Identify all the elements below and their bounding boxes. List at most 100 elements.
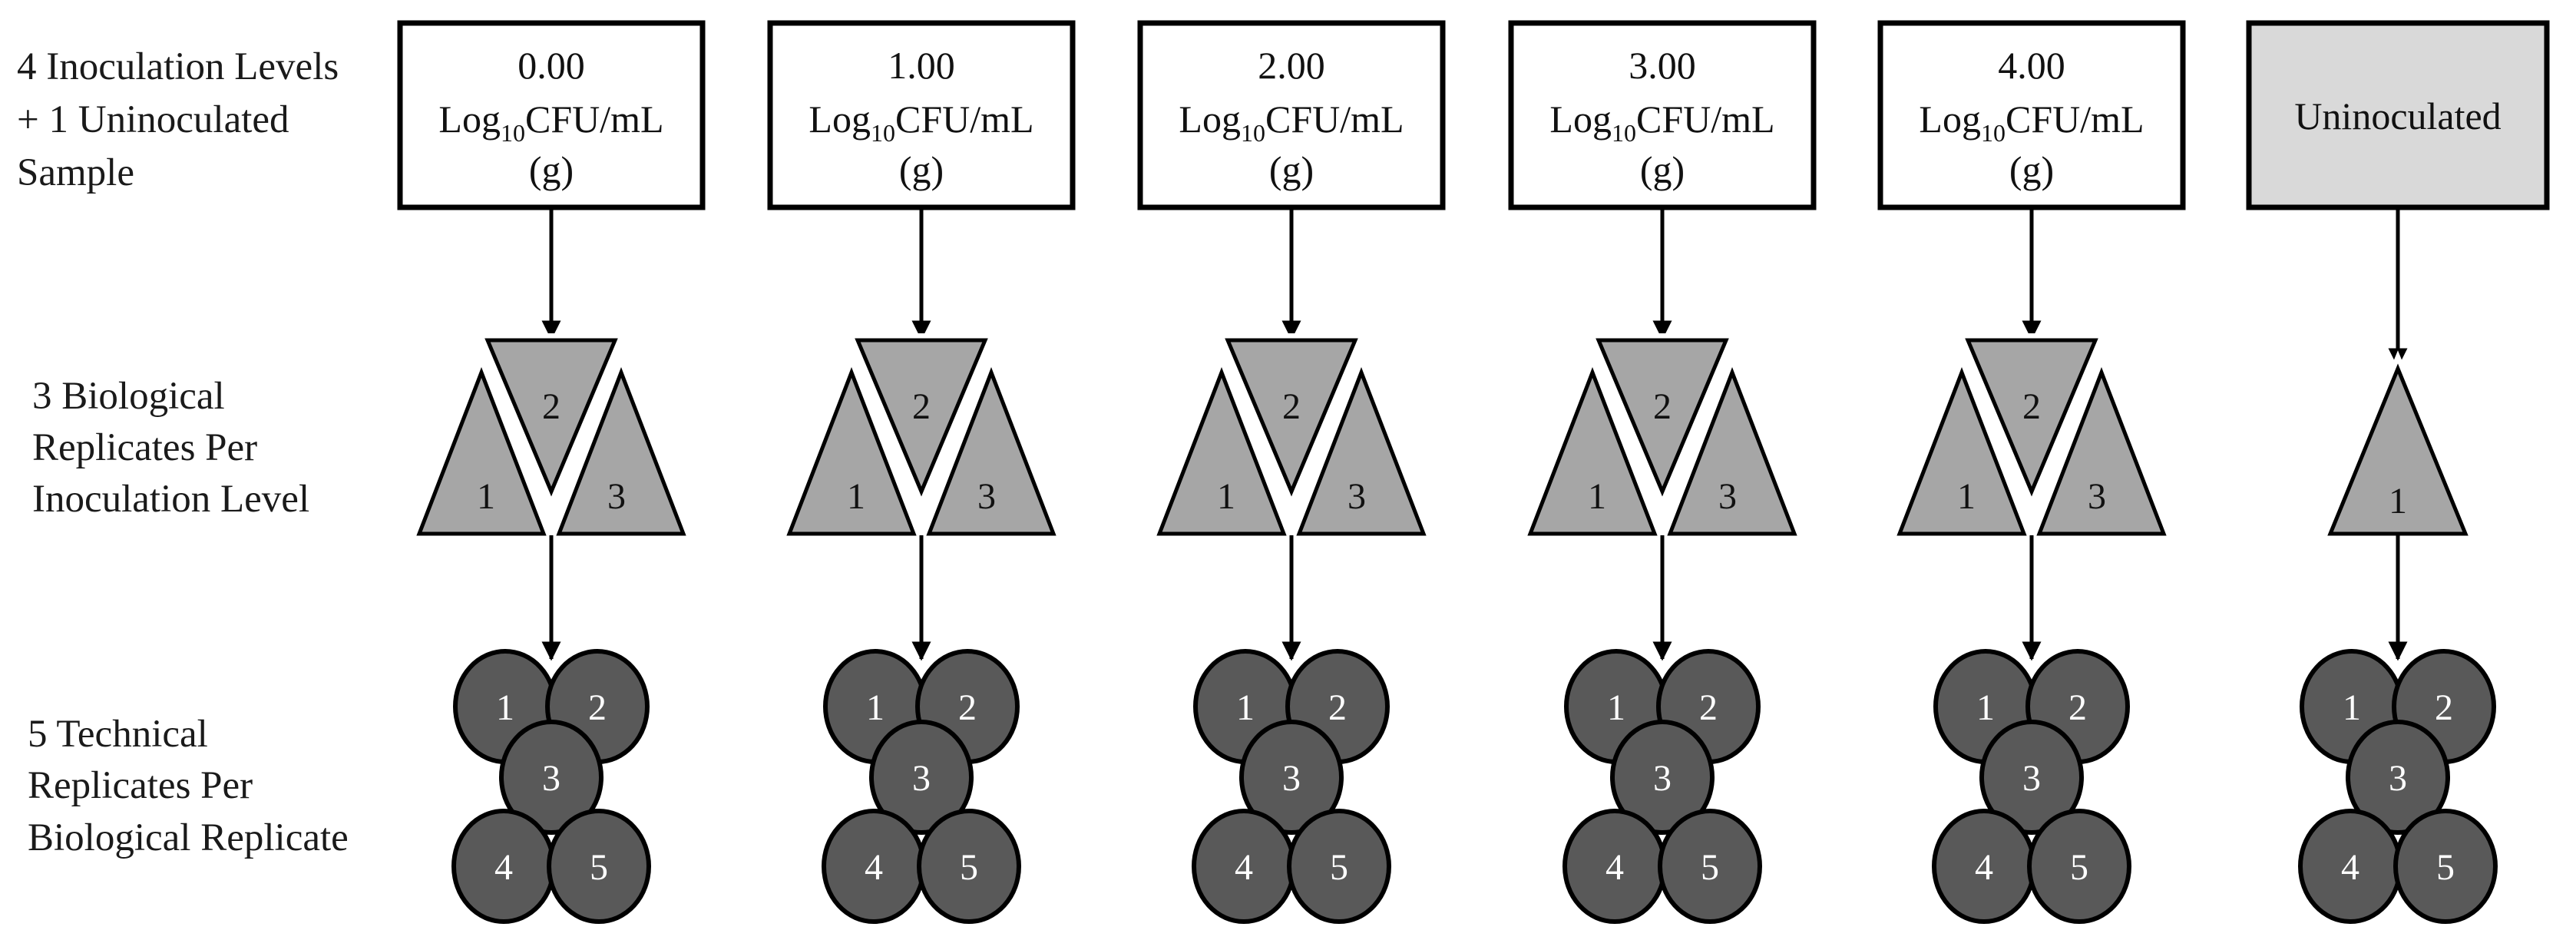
- inoculation-level-unit-suffix: CFU/mL: [525, 98, 664, 141]
- biological-replicate-triangle: [2327, 363, 2469, 536]
- inoculation-level-unit-subscript: 10: [871, 119, 895, 147]
- technical-replicate-number: 4: [1235, 847, 1253, 888]
- technical-replicate-number: 5: [960, 847, 978, 888]
- technical-replicate-circle: [917, 809, 1021, 924]
- technical-replicate-circle: [499, 720, 603, 835]
- biological-replicate-number: 1: [477, 476, 495, 517]
- technical-replicate-number: 2: [2068, 687, 2087, 728]
- inoculation-level-unit-paren: (g): [529, 148, 574, 191]
- technical-replicate-number: 4: [494, 847, 513, 888]
- inoculation-level-box-border: [397, 20, 706, 210]
- inoculation-level-unit: Log10CFU/mL: [1919, 98, 2144, 147]
- inoculation-level-unit-suffix: CFU/mL: [1265, 98, 1404, 141]
- technical-replicate-circle: [1979, 720, 2084, 835]
- biological-replicates-group: 123: [779, 333, 1064, 541]
- biological-replicate-number: 1: [1588, 476, 1606, 517]
- row-label-biological: 3 Biological Replicates Per Inoculation …: [32, 375, 309, 521]
- biological-replicate-triangle: [556, 367, 686, 536]
- inoculation-level-value: 1.00: [888, 44, 955, 87]
- inoculation-level-unit-paren: (g): [1269, 148, 1314, 191]
- biological-replicate-triangle: [786, 367, 917, 536]
- biological-replicate-number: 3: [1718, 476, 1737, 517]
- technical-replicate-number: 5: [1701, 847, 1719, 888]
- inoculation-level-unit-subscript: 10: [1241, 119, 1265, 147]
- inoculation-level-unit-prefix: Log: [1919, 98, 1981, 141]
- technical-replicate-circle: [1287, 809, 1391, 924]
- uninoculated-label: Uninoculated: [2294, 94, 2501, 137]
- technical-replicate-number: 3: [2022, 758, 2041, 799]
- biological-replicate-triangle: [1965, 338, 2098, 497]
- inoculation-level-unit-subscript: 10: [1981, 119, 2006, 147]
- inoculation-level-unit-subscript: 10: [1612, 119, 1636, 147]
- biological-replicate-number: 2: [1282, 386, 1301, 427]
- technical-replicate-number: 1: [1976, 687, 1995, 728]
- technical-replicate-circle: [869, 720, 974, 835]
- row-label-biological-line-3: Inoculation Level: [32, 478, 309, 521]
- biological-replicates-group: 123: [1519, 333, 1805, 541]
- technical-replicate-number: 4: [865, 847, 883, 888]
- inoculation-level-unit-paren: (g): [899, 148, 944, 191]
- row-label-technical: 5 Technical Replicates Per Biological Re…: [28, 713, 349, 859]
- biological-replicates-group: 1: [2320, 350, 2476, 541]
- inoculation-level-unit-prefix: Log: [1549, 98, 1612, 141]
- biological-replicates-group: 123: [1149, 333, 1434, 541]
- inoculation-level-box-border: [1508, 20, 1817, 210]
- inoculation-level-unit-prefix: Log: [1179, 98, 1241, 141]
- technical-replicate-circle: [547, 809, 651, 924]
- uninoculated-box: Uninoculated: [2246, 20, 2550, 210]
- inoculation-level-unit: Log10CFU/mL: [438, 98, 663, 147]
- inoculation-level-unit-paren: (g): [2009, 148, 2054, 191]
- biological-replicate-number: 2: [542, 386, 561, 427]
- technical-replicate-number: 3: [1282, 758, 1301, 799]
- biological-replicate-triangle: [926, 367, 1057, 536]
- biological-replicate-triangle: [1156, 367, 1287, 536]
- inoculation-level-unit-prefix: Log: [809, 98, 871, 141]
- technical-replicate-circle: [1610, 720, 1715, 835]
- technical-replicate-number: 4: [1605, 847, 1624, 888]
- inoculation-level-unit-suffix: CFU/mL: [2006, 98, 2144, 141]
- technical-replicate-number: 2: [588, 687, 607, 728]
- biological-replicate-number: 2: [912, 386, 931, 427]
- technical-replicate-number: 3: [1653, 758, 1672, 799]
- row-label-technical-line-2: Replicates Per: [28, 764, 253, 807]
- biological-replicate-triangle: [1527, 367, 1658, 536]
- biological-replicates-group: 123: [1889, 333, 2174, 541]
- technical-replicate-number: 5: [2436, 847, 2455, 888]
- biological-replicate-triangle: [855, 338, 988, 497]
- biological-replicate-triangle: [416, 367, 547, 536]
- biological-replicate-number: 2: [2022, 386, 2041, 427]
- row-label-biological-line-1: 3 Biological: [32, 375, 225, 418]
- row-label-inoculation: 4 Inoculation Levels + 1 Uninoculated Sa…: [17, 45, 339, 194]
- technical-replicate-number: 4: [2341, 847, 2359, 888]
- biological-replicate-number: 3: [977, 476, 996, 517]
- biological-replicate-triangle: [1296, 367, 1427, 536]
- inoculation-level-value: 4.00: [1998, 44, 2065, 87]
- technical-replicate-circle: [2346, 720, 2450, 835]
- technical-replicate-number: 1: [496, 687, 514, 728]
- biological-replicate-number: 3: [607, 476, 626, 517]
- inoculation-level-value: 0.00: [518, 44, 585, 87]
- technical-replicate-number: 5: [1330, 847, 1348, 888]
- technical-replicate-number: 3: [912, 758, 931, 799]
- row-label-inoculation-line-2: + 1 Uninoculated: [17, 98, 289, 141]
- technical-replicate-number: 2: [2435, 687, 2453, 728]
- biological-replicate-number: 3: [2088, 476, 2106, 517]
- inoculation-level-unit-suffix: CFU/mL: [895, 98, 1034, 141]
- row-label-inoculation-line-1: 4 Inoculation Levels: [17, 45, 339, 88]
- biological-replicate-number: 3: [1348, 476, 1366, 517]
- technical-replicate-number: 2: [958, 687, 977, 728]
- biological-replicate-triangle: [484, 338, 618, 497]
